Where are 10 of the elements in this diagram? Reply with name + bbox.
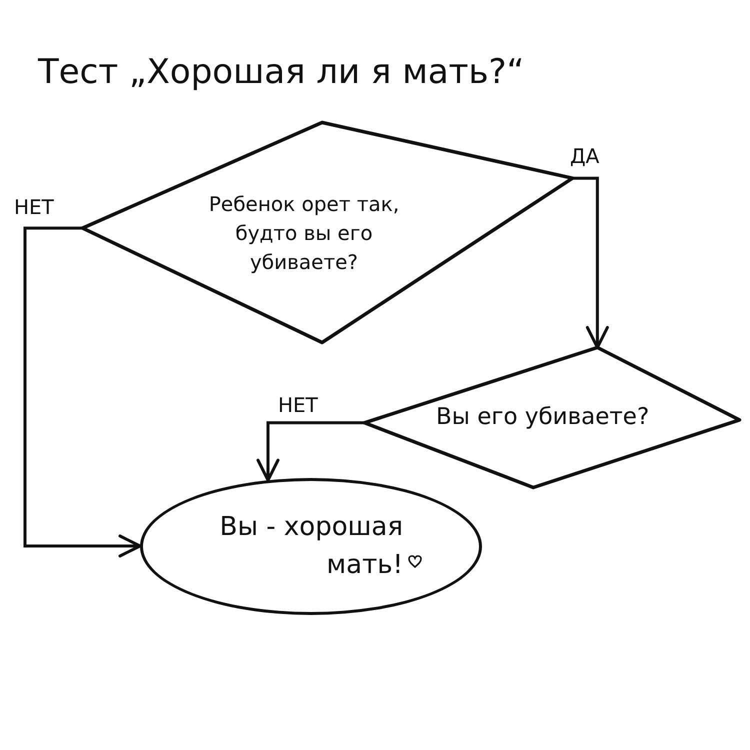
question-text: Ребенок орет так, будто вы его убиваете? [208, 191, 400, 276]
edge-label: ДА [568, 145, 602, 167]
arrow [572, 176, 609, 349]
decision-diamond [362, 345, 742, 490]
result-text: Вы - хорошая мать! [218, 511, 403, 582]
result-oval [140, 478, 482, 615]
arrow [24, 226, 142, 558]
title: Тест „Хорошая ли я мать?“ [38, 52, 524, 93]
question-text: Вы его убиваете? [436, 403, 650, 432]
arrow [256, 421, 364, 482]
